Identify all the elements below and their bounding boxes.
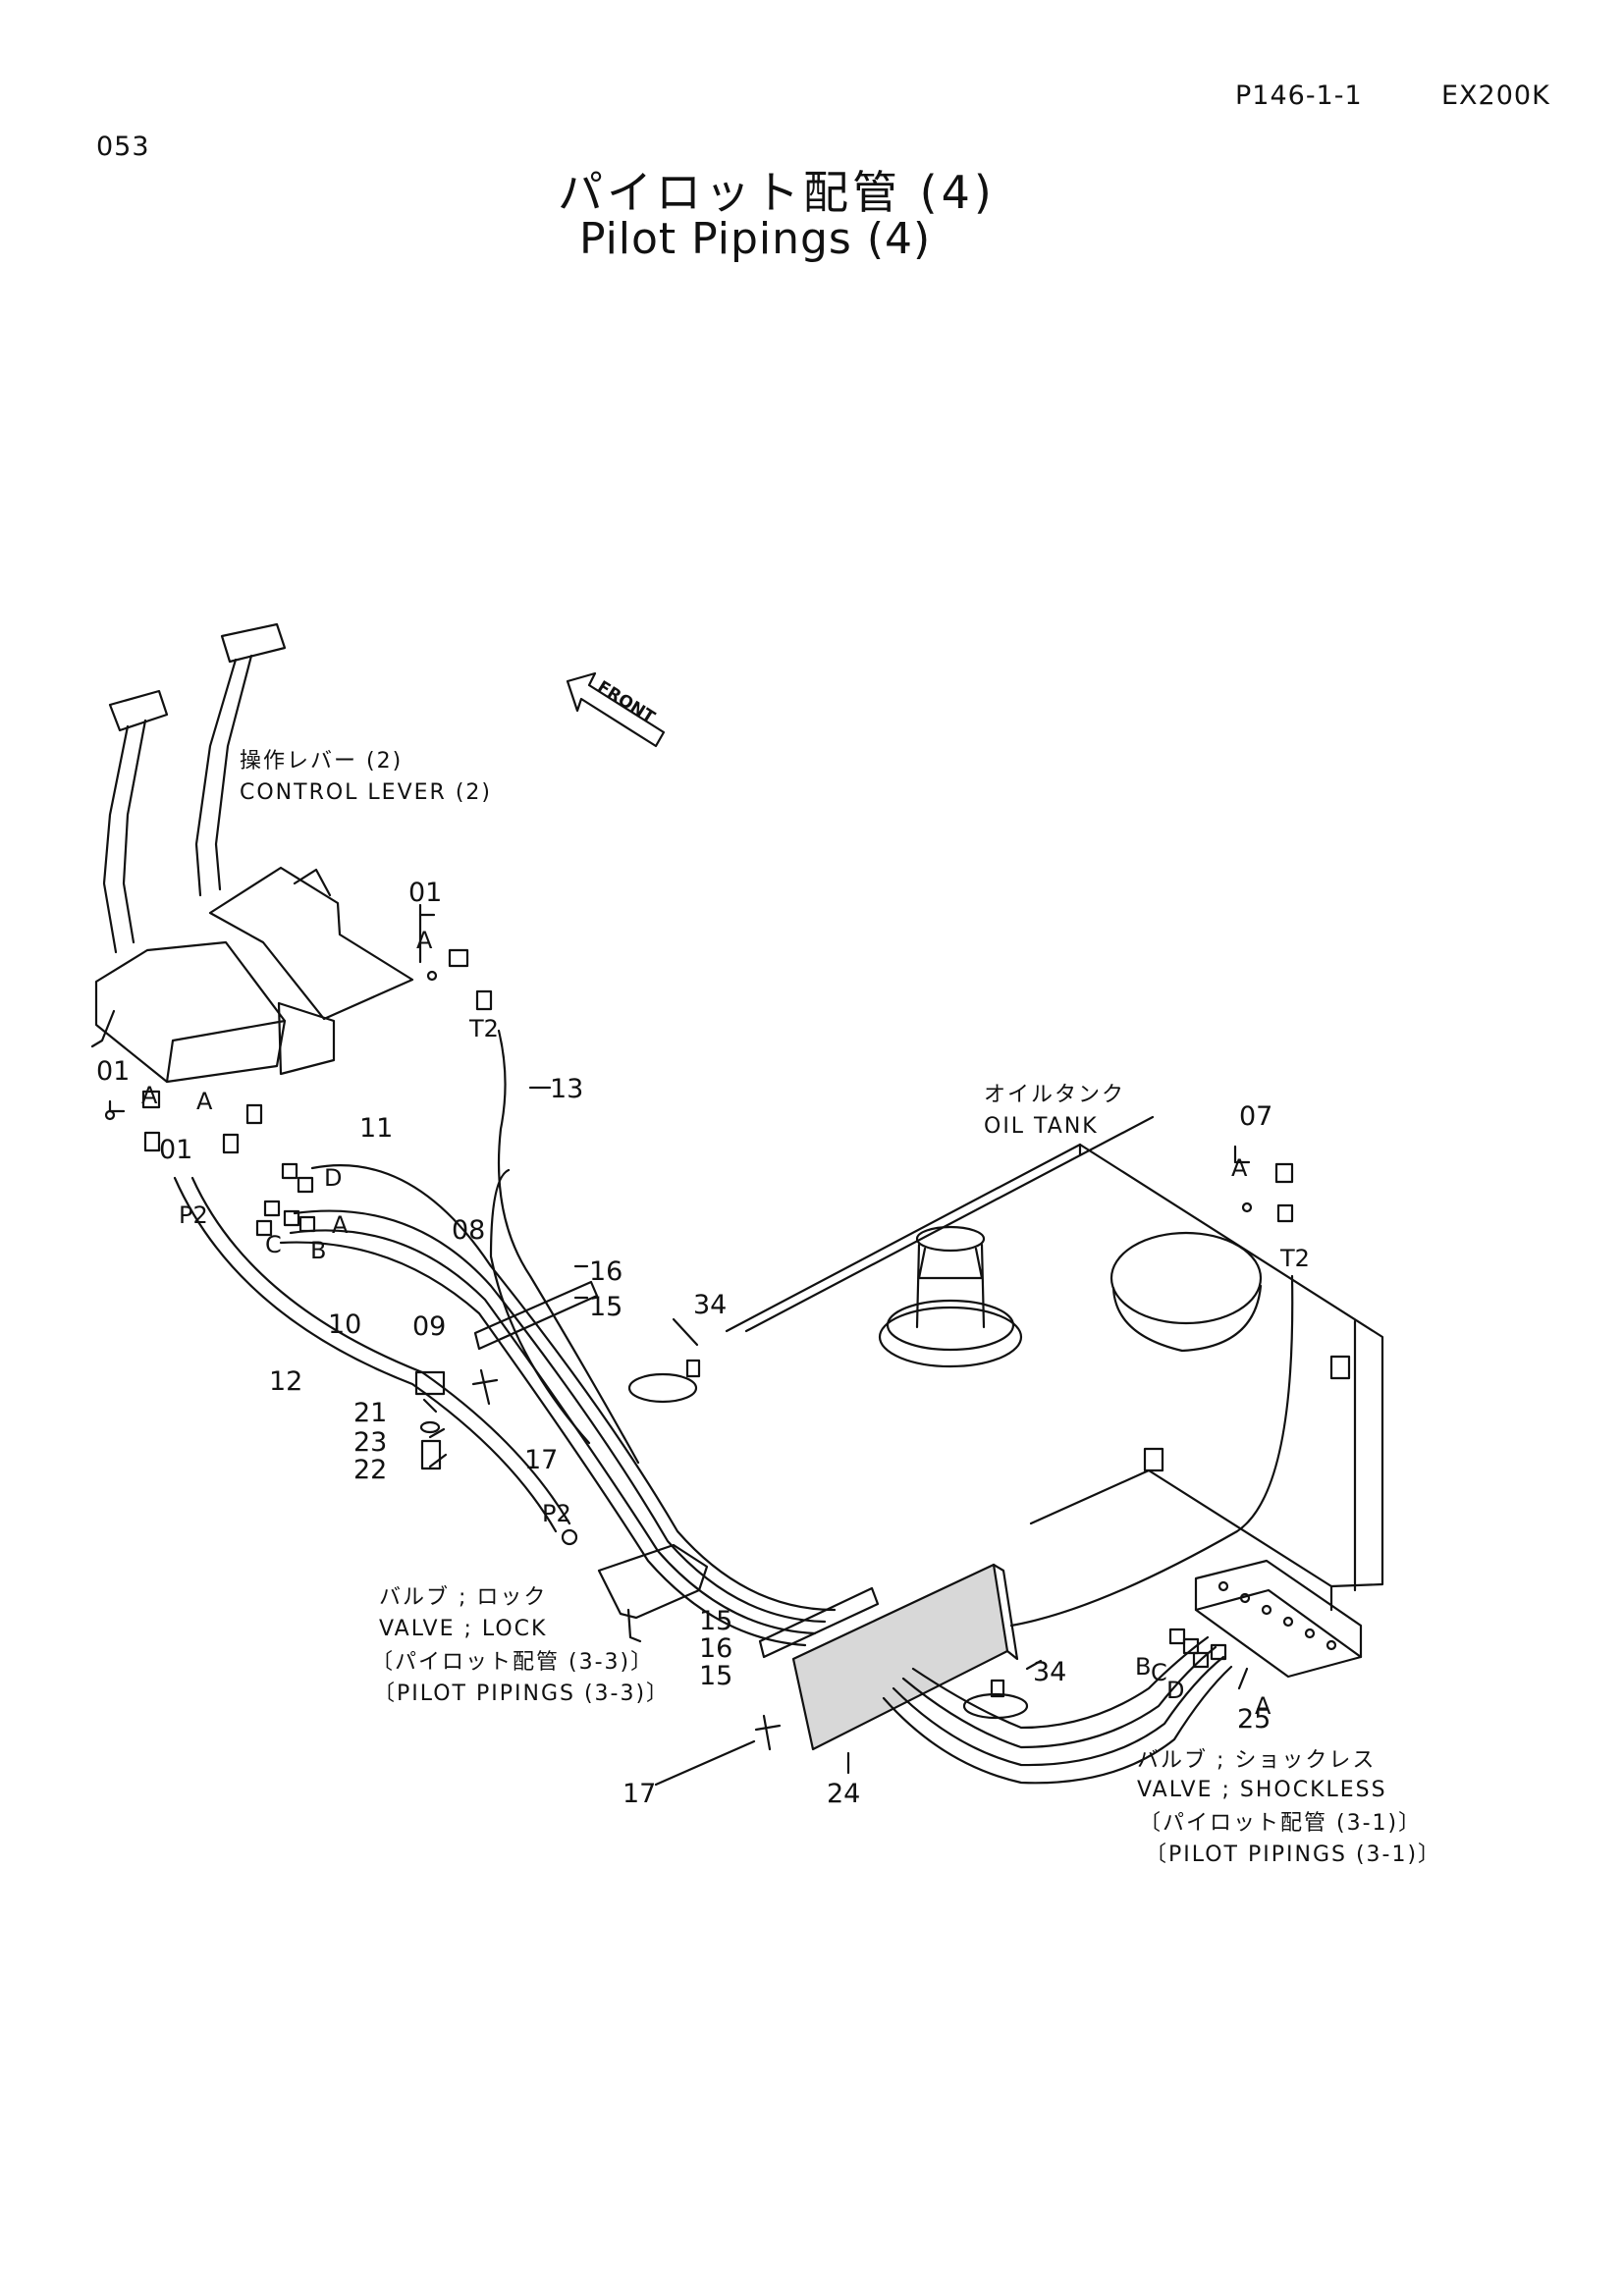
- ref-code: P146-1-1: [1235, 80, 1363, 111]
- grommet-block-24: [791, 1563, 1019, 1751]
- port-d-hose: D: [324, 1164, 342, 1192]
- port-a-shockless: A: [1255, 1692, 1271, 1720]
- valve-shockless-ref-jp: 〔パイロット配管 (3-1)〕: [1139, 1811, 1423, 1836]
- oil-tank: [725, 1143, 1384, 1612]
- callout-01-left: 01: [96, 1056, 130, 1087]
- port-a-top: A: [416, 927, 433, 954]
- port-p2-valve: P2: [542, 1500, 571, 1527]
- callout-34-top: 34: [693, 1290, 727, 1320]
- model-code: EX200K: [1441, 80, 1550, 111]
- callout-08: 08: [452, 1215, 485, 1246]
- oil-tank-label-jp: オイルタンク: [984, 1083, 1126, 1107]
- valve-shockless-label-jp: バルブ ; ショックレス: [1137, 1748, 1377, 1773]
- callout-15-top: 15: [589, 1292, 622, 1322]
- hose-12: [173, 1176, 571, 1533]
- callout-09: 09: [412, 1311, 446, 1342]
- callout-01-mid: 01: [159, 1135, 192, 1165]
- valve-lock-label-jp: バルブ ; ロック: [379, 1585, 548, 1610]
- callout-15-mid: 15: [699, 1606, 732, 1636]
- valve-shockless-label-en: VALVE ; SHOCKLESS: [1137, 1778, 1387, 1802]
- callout-34-low: 34: [1033, 1657, 1066, 1687]
- callout-17-top: 17: [524, 1445, 558, 1475]
- port-a-hose: A: [332, 1211, 349, 1239]
- hoses-to-shockless: [882, 1274, 1294, 1785]
- clamp-bracket: [473, 1280, 880, 1659]
- oil-tank-label-en: OIL TANK: [984, 1114, 1099, 1139]
- callout-10: 10: [328, 1309, 361, 1340]
- callout-24: 24: [827, 1779, 860, 1809]
- port-a-left: A: [141, 1082, 158, 1109]
- port-d-shockless: D: [1166, 1677, 1184, 1704]
- control-lever-label-jp: 操作レバー (2): [240, 749, 404, 774]
- port-p2-lever: P2: [179, 1201, 208, 1229]
- port-a-tank: A: [1231, 1154, 1248, 1182]
- callout-17-low: 17: [622, 1779, 656, 1809]
- callout-11: 11: [359, 1113, 393, 1144]
- callout-07: 07: [1239, 1101, 1272, 1132]
- callout-12: 12: [269, 1366, 302, 1397]
- page-number: 053: [96, 132, 150, 162]
- callout-13: 13: [550, 1074, 583, 1104]
- fittings: [104, 948, 1294, 1751]
- callout-22: 22: [353, 1455, 387, 1485]
- port-c-hose: C: [265, 1231, 282, 1258]
- title-jp: パイロット配管 (4): [558, 166, 996, 219]
- callout-16-top: 16: [589, 1256, 622, 1287]
- valve-lock-label-en: VALVE ; LOCK: [379, 1617, 548, 1641]
- port-b-hose: B: [310, 1237, 326, 1264]
- leader-lines: [108, 903, 1251, 1787]
- pilot-hose-bundle: [279, 1029, 837, 1647]
- control-lever-assembly: [90, 622, 414, 1084]
- port-t2-tank: T2: [1279, 1245, 1310, 1272]
- valve-lock-ref-jp: 〔パイロット配管 (3-3)〕: [371, 1650, 655, 1675]
- callout-01-top: 01: [408, 878, 442, 908]
- callout-25: 25: [1237, 1704, 1271, 1735]
- shockless-valve: [1194, 1559, 1363, 1679]
- front-arrow-label: FRONT: [594, 677, 659, 728]
- valve-lock-ref-en: 〔PILOT PIPINGS (3-3)〕: [373, 1682, 671, 1706]
- callout-16-low: 16: [699, 1633, 732, 1664]
- callout-21: 21: [353, 1398, 387, 1428]
- port-t2-lever: T2: [468, 1015, 499, 1042]
- callout-15-low: 15: [699, 1661, 732, 1691]
- port-a-mid: A: [196, 1088, 213, 1115]
- title-en: Pilot Pipings (4): [579, 214, 932, 264]
- control-lever-label-en: CONTROL LEVER (2): [240, 780, 492, 805]
- callout-23: 23: [353, 1427, 387, 1458]
- lock-valve: [561, 1528, 709, 1643]
- valve-shockless-ref-en: 〔PILOT PIPINGS (3-1)〕: [1145, 1842, 1442, 1867]
- port-c-shockless: C: [1151, 1659, 1167, 1686]
- front-arrow-icon: FRONT: [566, 671, 666, 748]
- port-b-shockless: B: [1135, 1653, 1151, 1681]
